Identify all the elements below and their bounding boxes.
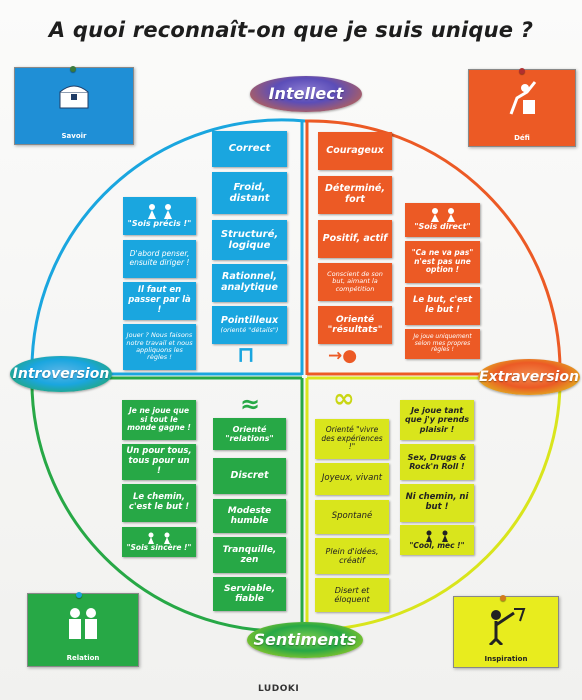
corner-card-label: Savoir (61, 132, 87, 140)
quote-card-cool-mec: "Cool, mec !" (400, 525, 474, 555)
quote-card-dabord-penser: D'abord penser, ensuite diriger ! (123, 240, 196, 278)
corner-card-label: Relation (66, 654, 100, 662)
people-icon (430, 208, 455, 223)
treasure-chest-icon (59, 85, 89, 109)
axis-label-introversion: Introversion (10, 356, 112, 392)
quote-card-le-chemin: Le chemin, c'est le but ! (122, 484, 196, 522)
axis-label-extraversion: Extraversion (478, 359, 580, 395)
inspiration-figure-icon (488, 608, 526, 645)
trait-card-serviable-fiable: Serviable, fiable (213, 577, 286, 611)
quote-card-je-joue-uniquement: Je joue uniquement selon mes propres règ… (405, 329, 480, 359)
people-icon (148, 532, 170, 544)
corner-card-relation: Relation (27, 592, 139, 667)
trait-card-structure-logique: Structuré, logique (212, 220, 287, 260)
trait-card-pointilleux: Pointilleux (orienté "détails") (212, 306, 287, 344)
trait-card-oriente-relations: Orienté "relations" (213, 418, 286, 450)
corner-card-label: Défi (514, 134, 530, 142)
corner-card-inspiration: Inspiration (453, 595, 559, 668)
people-icon (147, 204, 172, 220)
axis-label-sentiments: Sentiments (247, 622, 363, 658)
poster-title: A quoi reconnaît-on que je suis unique ? (48, 18, 534, 42)
climber-icon (509, 81, 537, 115)
introvert-symbol-icon: ⊓ (237, 343, 255, 368)
pin-icon (519, 68, 525, 74)
trait-card-discret: Discret (213, 458, 286, 494)
quote-card-le-but: Le but, c'est le but ! (405, 287, 480, 325)
quote-text: "Sois précis !" (127, 219, 192, 229)
pin-icon (76, 592, 82, 598)
trait-card-conscient: Conscient de son but, aimant la compétit… (318, 263, 392, 301)
trait-card-oriente-vivre: Orienté "vivre des expériences !" (315, 419, 389, 459)
quote-card-un-pour-tous: Un pour tous, tous pour un ! (122, 444, 196, 480)
quote-card-sex-drugs: Sex, Drugs & Rock'n Roll ! (400, 444, 474, 480)
quote-card-il-faut: Il faut en passer par là ! (123, 282, 196, 320)
quote-card-je-joue-tant: Je joue tant que j'y prends plaisir ! (400, 400, 474, 440)
trait-card-plein-idees: Plein d'idées, créatif (315, 538, 389, 574)
people-icon (426, 530, 448, 542)
two-people-icon (69, 608, 97, 639)
quote-text: "Cool, mec !" (409, 540, 465, 550)
trait-card-sublabel: (orienté "détails") (220, 325, 279, 334)
trait-card-modeste-humble: Modeste humble (213, 499, 286, 533)
trait-card-determine-fort: Déterminé, fort (318, 176, 392, 214)
corner-card-label: Inspiration (484, 655, 528, 663)
pin-icon (70, 66, 76, 72)
trait-card-joyeux-vivant: Joyeux, vivant (315, 463, 389, 495)
trait-card-disert: Disert et éloquent (315, 578, 389, 612)
brand-logo: LUDOKI (258, 684, 300, 694)
quote-card-ca-ne-va-pas: "Ca ne va pas" n'est pas une option ! (405, 241, 480, 283)
quote-card-ni-chemin: Ni chemin, ni but ! (400, 484, 474, 522)
extravert-symbol-icon: →● (328, 346, 358, 366)
corner-card-savoir: Savoir (14, 66, 134, 145)
introvert-feeling-symbol-icon: ≈ (240, 390, 261, 418)
quote-text: "Sois sincère !" (126, 542, 192, 552)
quote-card-je-ne-joue: Je ne joue que si tout le monde gagne ! (122, 400, 196, 440)
trait-card-rationnel-analytique: Rationnel, analytique (212, 264, 287, 302)
quote-text: "Sois direct" (414, 222, 471, 232)
trait-card-positif-actif: Positif, actif (318, 220, 392, 258)
trait-card-tranquille-zen: Tranquille, zen (213, 537, 286, 573)
axis-label-intellect: Intellect (250, 76, 362, 112)
quote-card-sois-sincere: "Sois sincère !" (122, 527, 196, 557)
quote-card-sois-precis: "Sois précis !" (123, 197, 196, 235)
trait-card-froid-distant: Froid, distant (212, 172, 287, 214)
trait-card-spontane: Spontané (315, 500, 389, 534)
quote-card-jouer: Jouer ? Nous faisons notre travail et no… (123, 324, 196, 370)
extravert-feeling-symbol-icon: ∞ (333, 384, 355, 414)
trait-card-courageux: Courageux (318, 132, 392, 170)
pin-icon (500, 595, 506, 601)
trait-card-oriente-resultats: Orienté "résultats" (318, 306, 392, 344)
quote-card-sois-direct: "Sois direct" (405, 203, 480, 237)
trait-card-correct: Correct (212, 131, 287, 167)
corner-card-defi: Défi (468, 68, 576, 147)
trait-card-label: Pointilleux (220, 314, 279, 326)
